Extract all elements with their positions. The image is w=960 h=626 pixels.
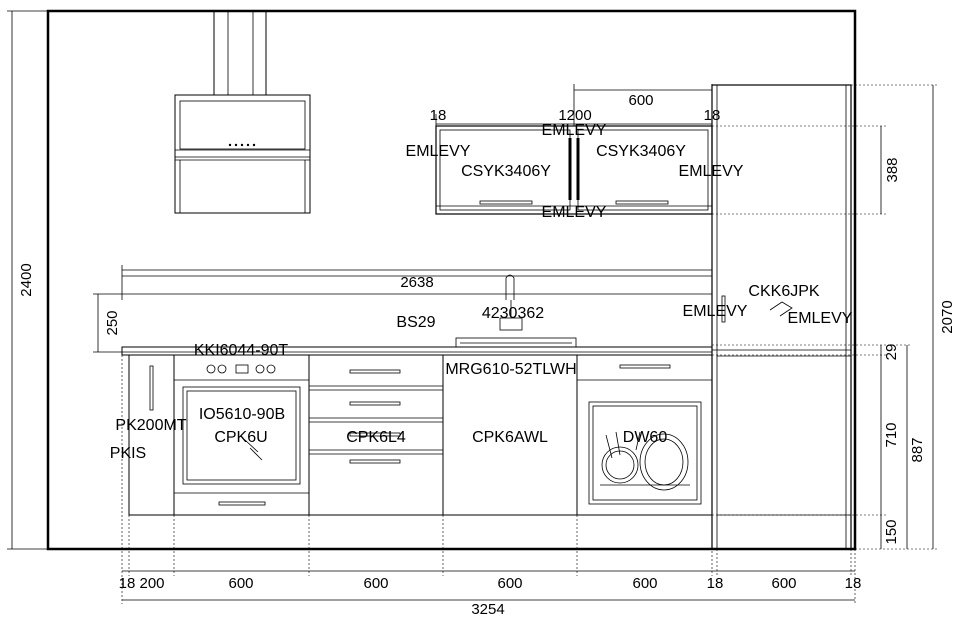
- dim-total-width: 3254: [471, 601, 504, 618]
- dim-upper-height: 388: [884, 157, 901, 182]
- label-emlevy-tall-right: EMLEVY: [788, 310, 853, 327]
- label-door-cabinet: CPK6AWL: [472, 429, 548, 446]
- dim-bottom-18-right: 18: [845, 575, 862, 592]
- label-side-cabinet: PK200MT: [115, 417, 186, 434]
- dim-base-total: 887: [909, 437, 926, 462]
- label-upper-cabinet-right: CSYK3406Y: [596, 143, 686, 160]
- dim-bottom-left-18: 18: [119, 575, 136, 592]
- wall-outline: [46, 9, 857, 551]
- dim-counter-length: 2638: [400, 274, 433, 291]
- dim-wall-height: 2400: [18, 263, 35, 296]
- label-oven: IO5610-90B: [199, 406, 285, 423]
- dim-bottom-600-b: 600: [363, 575, 388, 592]
- sink-and-tap: [455, 274, 577, 348]
- dim-bottom-600-d: 600: [632, 575, 657, 592]
- dim-backsplash-height: 250: [104, 310, 121, 335]
- label-hob: KKI6044-90T: [194, 342, 289, 359]
- dim-bottom-600-e: 600: [771, 575, 796, 592]
- label-upper-cabinet-left: CSYK3406Y: [461, 163, 551, 180]
- dim-bottom-18-mid: 18: [707, 575, 724, 592]
- dim-bottom-200: 200: [139, 575, 164, 592]
- label-sink: MRG610-52TLWH: [445, 361, 576, 378]
- label-backsplash: BS29: [396, 314, 435, 331]
- label-emlevy-upper-top: EMLEVY: [542, 122, 607, 139]
- dim-bottom-600-a: 600: [228, 575, 253, 592]
- dimension-lines: [7, 10, 938, 604]
- label-side-panel: PKIS: [110, 445, 146, 462]
- range-hood: [174, 10, 311, 214]
- upper-cabinets: [435, 125, 713, 215]
- label-oven-cabinet: CPK6U: [214, 429, 267, 446]
- label-emlevy-tall-left: EMLEVY: [683, 303, 748, 320]
- dim-plinth: 150: [883, 519, 900, 544]
- dim-worktop-thickness: 29: [883, 344, 900, 361]
- base-cabinets: [128, 354, 713, 516]
- label-emlevy-upper-bottom: EMLEVY: [542, 204, 607, 221]
- dim-upper-width: 1200: [558, 107, 591, 124]
- label-emlevy-upper-left: EMLEVY: [406, 143, 471, 160]
- dim-upper-half-width: 600: [628, 92, 653, 109]
- label-tall-cabinet: CKK6JPK: [748, 283, 819, 300]
- dim-base-height: 710: [883, 422, 900, 447]
- label-dishwasher: DW60: [623, 429, 668, 446]
- dim-upper-right-gap: 18: [704, 107, 721, 124]
- label-emlevy-upper-right: EMLEVY: [679, 163, 744, 180]
- dim-bottom-600-c: 600: [497, 575, 522, 592]
- label-tap: 4230362: [482, 305, 544, 322]
- dim-tall-height: 2070: [939, 300, 956, 333]
- label-drawer-cabinet: CPK6L4: [346, 429, 406, 446]
- dim-upper-left-gap: 18: [430, 107, 447, 124]
